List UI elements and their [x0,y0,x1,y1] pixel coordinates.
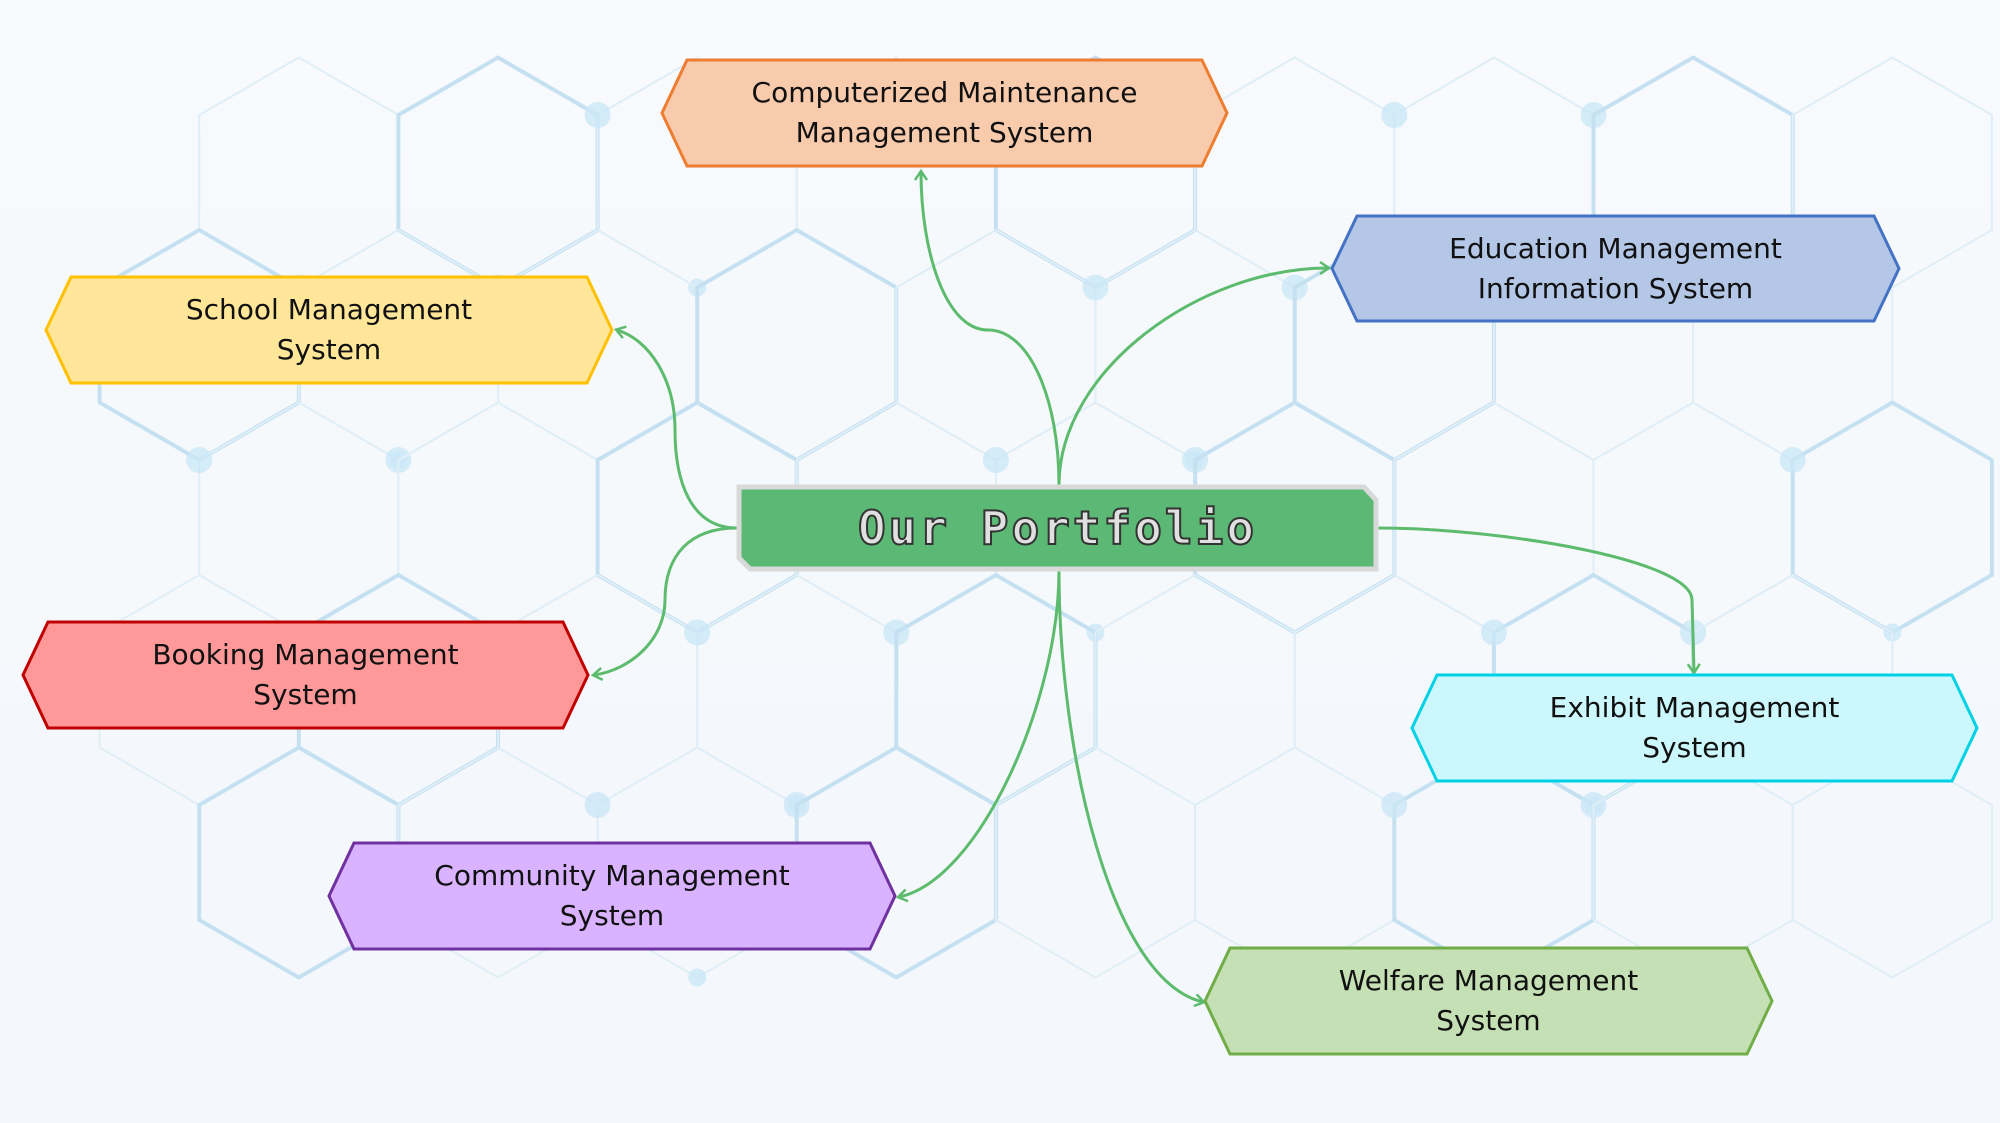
central-node-shape [736,484,1379,572]
central-topic-our-portfolio[interactable]: Our Portfolio [857,500,1258,556]
connector-welfare [1057,570,1203,1002]
node-label-line2: Information System [1477,271,1754,305]
node-label-line2: System [559,899,665,932]
node-label-line1: School Management [185,293,473,326]
connector-school [617,330,738,530]
node-shape-booking [21,620,590,730]
node-label-line1: Exhibit Management [1549,691,1840,724]
node-shape-welfare [1203,946,1774,1056]
node-shape-community [327,841,897,951]
node-label-line2: Management System [795,116,1094,149]
background-dot [1779,447,1806,473]
node-shape-cmms [660,58,1229,168]
node-label-line2: System [1642,731,1747,764]
background-dot [1381,792,1408,818]
background-dot [982,447,1009,473]
node-shape-exhibit [1410,673,1979,783]
connector-community [899,570,1061,897]
background-dot [186,447,213,473]
background-dot [1082,274,1109,301]
background-dot [688,968,707,987]
connector-cmms [921,172,1061,486]
node-label-line2: System [276,333,382,366]
node-shape-school [44,275,614,385]
node-label-line1: Computerized Maintenance [751,76,1138,109]
connector-education [1057,268,1328,486]
node-label-line2: System [253,678,358,711]
node-label-line1: Community Management [434,859,790,892]
background-dot [584,102,611,128]
background-dot [684,619,711,646]
background-dot [584,792,611,818]
node-label-line1: Booking Management [152,638,459,671]
node-label-line2: System [1436,1004,1541,1037]
node-label-line1: Welfare Management [1338,964,1639,997]
node-label-line1: Education Management [1449,231,1782,265]
background-dot [1480,619,1507,646]
connector-booking [594,526,738,675]
node-shape-education [1330,214,1901,323]
background-dot [1381,102,1408,128]
connector-exhibit [1377,526,1694,672]
